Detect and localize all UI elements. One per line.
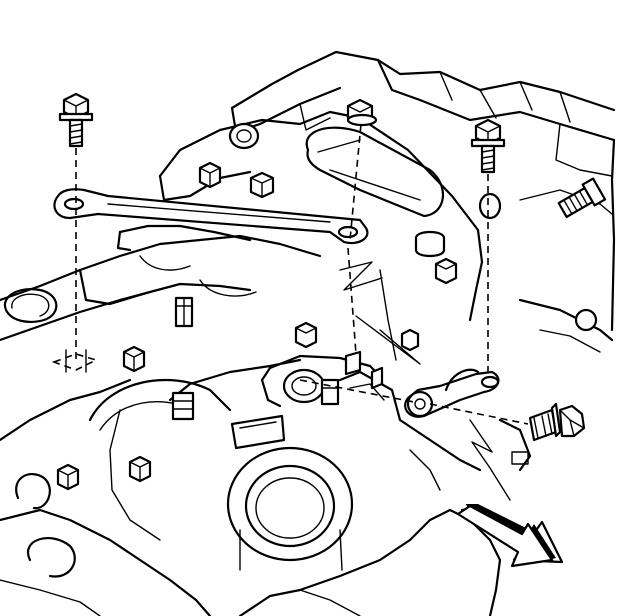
brace-bracket [404, 368, 500, 418]
studs-and-nuts [56, 122, 607, 491]
engine-upper-housing [230, 50, 616, 353]
direction-arrow [456, 504, 564, 568]
horizontal-bolt [528, 402, 586, 442]
alignment-lines [75, 123, 529, 501]
mount-point-markers [51, 349, 384, 390]
right-bolt [470, 118, 506, 174]
left-bolt [58, 92, 94, 148]
support-brace [53, 188, 369, 245]
center-bolt [346, 98, 378, 127]
